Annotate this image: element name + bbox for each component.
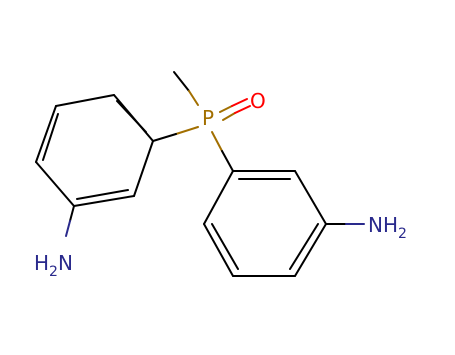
- bond-po-2-o: [234, 105, 251, 114]
- bond-ring-left-inner-b: [42, 113, 59, 161]
- bond-left-amine-n: [65, 220, 71, 237]
- bond-po-1-o: [231, 98, 248, 107]
- bond-ring-left-inner-c: [76, 189, 129, 200]
- left-amine-n: N: [58, 251, 73, 275]
- phosphorus-bonds: [152, 71, 251, 172]
- bond-ring-left-6: [133, 140, 154, 197]
- bond-p-left-ring-black: [152, 133, 177, 142]
- bond-ring-left-4: [35, 161, 75, 207]
- bond-po-1-p: [219, 105, 233, 113]
- bond-ring-right-inner-b: [289, 223, 319, 270]
- bond-ring-left-inner-a: [116, 100, 147, 133]
- bond-ring-left-3: [35, 105, 57, 163]
- bond-left-amine-black: [69, 205, 75, 222]
- bond-po-2-p: [222, 112, 236, 121]
- bond-methyl-black: [173, 71, 190, 92]
- oxygen-atom-label: O: [250, 89, 266, 113]
- left-amine-h: H: [34, 251, 49, 275]
- bond-ring-right-inner-c: [211, 223, 239, 270]
- bond-ring-right-6: [203, 170, 234, 225]
- right-amine-subscript: 2: [398, 226, 407, 242]
- bond-ring-left-5: [73, 195, 135, 207]
- left-amine-label: H2N: [34, 251, 73, 280]
- phosphorus-atom-label: P: [202, 106, 214, 130]
- right-amine-label: NH2: [368, 213, 407, 242]
- bond-p-right-ring-black: [221, 150, 234, 172]
- left-benzene-ring: [35, 94, 154, 207]
- bond-ring-right-5: [203, 223, 234, 277]
- bond-methyl-p: [188, 90, 199, 106]
- bond-ring-right-2: [294, 170, 327, 225]
- bond-ring-left-2: [55, 94, 115, 107]
- bond-ring-right-3: [294, 223, 327, 277]
- bond-p-left-ring-p: [175, 126, 199, 135]
- bond-p-right-ring-p: [211, 131, 223, 152]
- amine-bonds: [65, 205, 365, 237]
- right-benzene-ring: [203, 170, 327, 277]
- left-amine-subscript: 2: [49, 264, 58, 280]
- right-amine-nh: NH: [368, 213, 398, 237]
